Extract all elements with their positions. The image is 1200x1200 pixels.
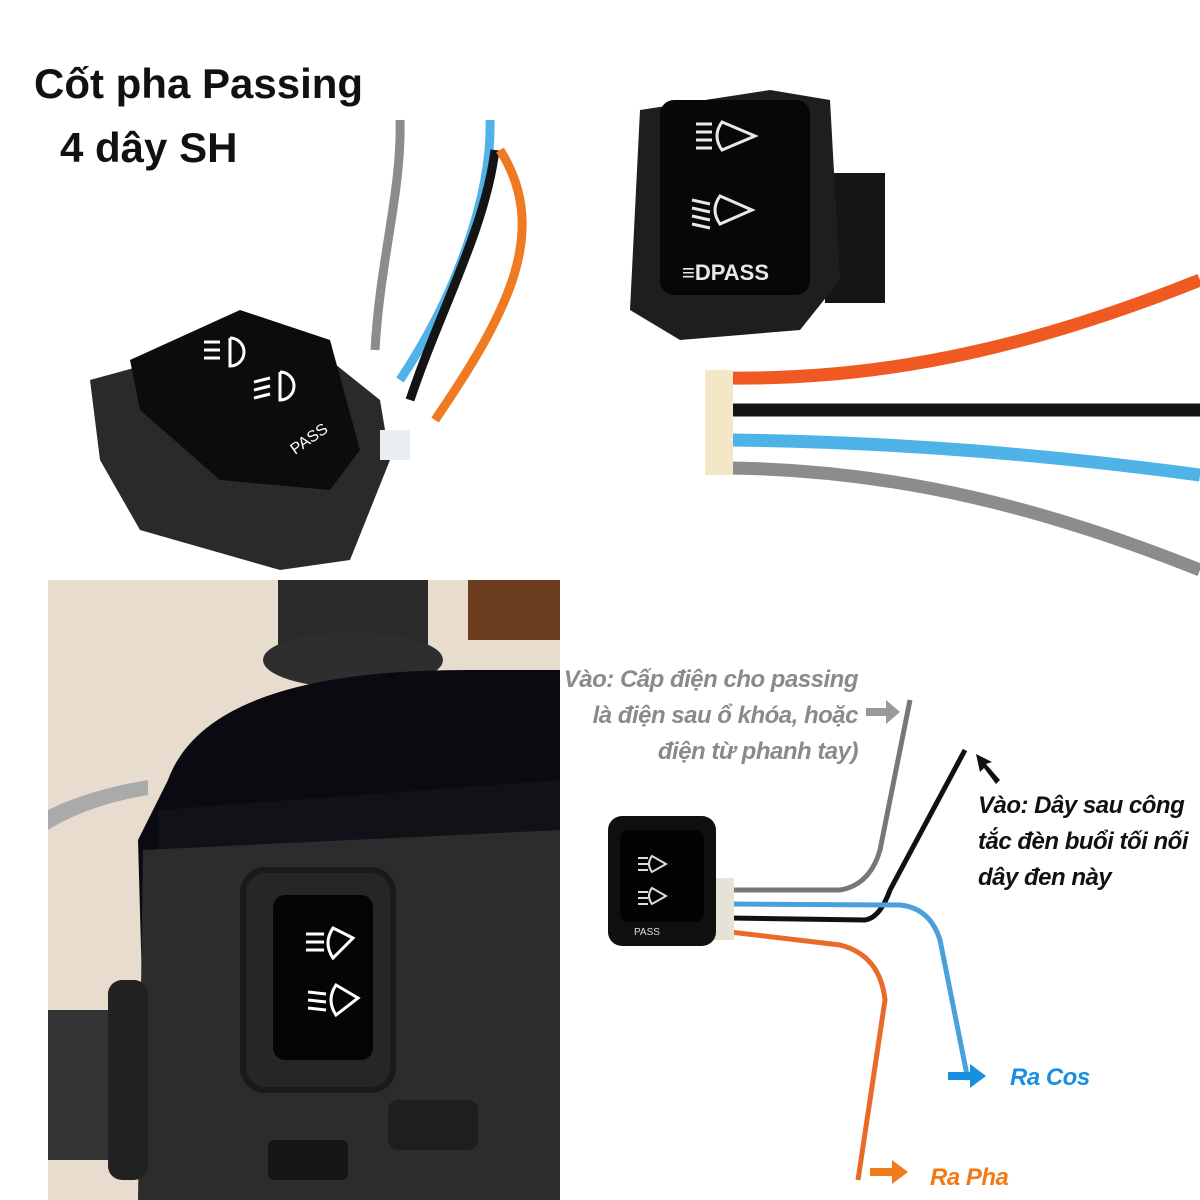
title-line-1: Cốt pha Passing bbox=[34, 60, 364, 107]
low-beam-icon bbox=[253, 370, 296, 402]
wiring-diagram: PASS bbox=[590, 680, 1200, 1200]
note-gray-line-1: Vào: Cấp điện cho passing bbox=[563, 666, 859, 693]
note-black-wire: Vào: Dây sau công tắc đèn buổi tối nối d… bbox=[978, 788, 1188, 896]
high-beam-icon bbox=[696, 120, 759, 152]
note-black-line-2: tắc đèn buổi tối nối bbox=[978, 828, 1188, 855]
switch-photo-angled: PASS bbox=[80, 110, 560, 580]
title-line-2: 4 dây SH bbox=[60, 124, 238, 171]
low-beam-icon bbox=[638, 886, 669, 906]
label-ra-cos: Ra Cos bbox=[1010, 1064, 1090, 1091]
arrow-blue-icon bbox=[948, 1064, 986, 1088]
switch-photo-front: ≡DPASS bbox=[600, 80, 1200, 580]
note-gray-line-2: là điện sau ổ khóa, hoặc bbox=[592, 702, 859, 729]
note-black-line-1: Vào: Dây sau công bbox=[978, 792, 1185, 819]
switch-mounted-photo bbox=[48, 580, 560, 1200]
high-beam-icon bbox=[306, 926, 356, 961]
note-gray-line-3: điện từ phanh tay) bbox=[657, 738, 859, 765]
low-beam-icon bbox=[307, 982, 361, 1018]
note-gray-wire: Vào: Cấp điện cho passing là điện sau ổ … bbox=[498, 662, 859, 770]
low-beam-icon bbox=[691, 194, 756, 230]
high-beam-icon bbox=[204, 336, 246, 368]
arrow-gray-icon bbox=[866, 700, 900, 724]
pass-label: ≡DPASS bbox=[682, 260, 769, 285]
arrow-orange-icon bbox=[870, 1160, 908, 1184]
pass-label: PASS bbox=[634, 927, 660, 938]
label-ra-pha: Ra Pha bbox=[930, 1164, 1009, 1191]
arrow-black-icon bbox=[976, 754, 1000, 784]
high-beam-icon bbox=[638, 854, 669, 874]
note-black-line-3: dây đen này bbox=[978, 864, 1112, 891]
